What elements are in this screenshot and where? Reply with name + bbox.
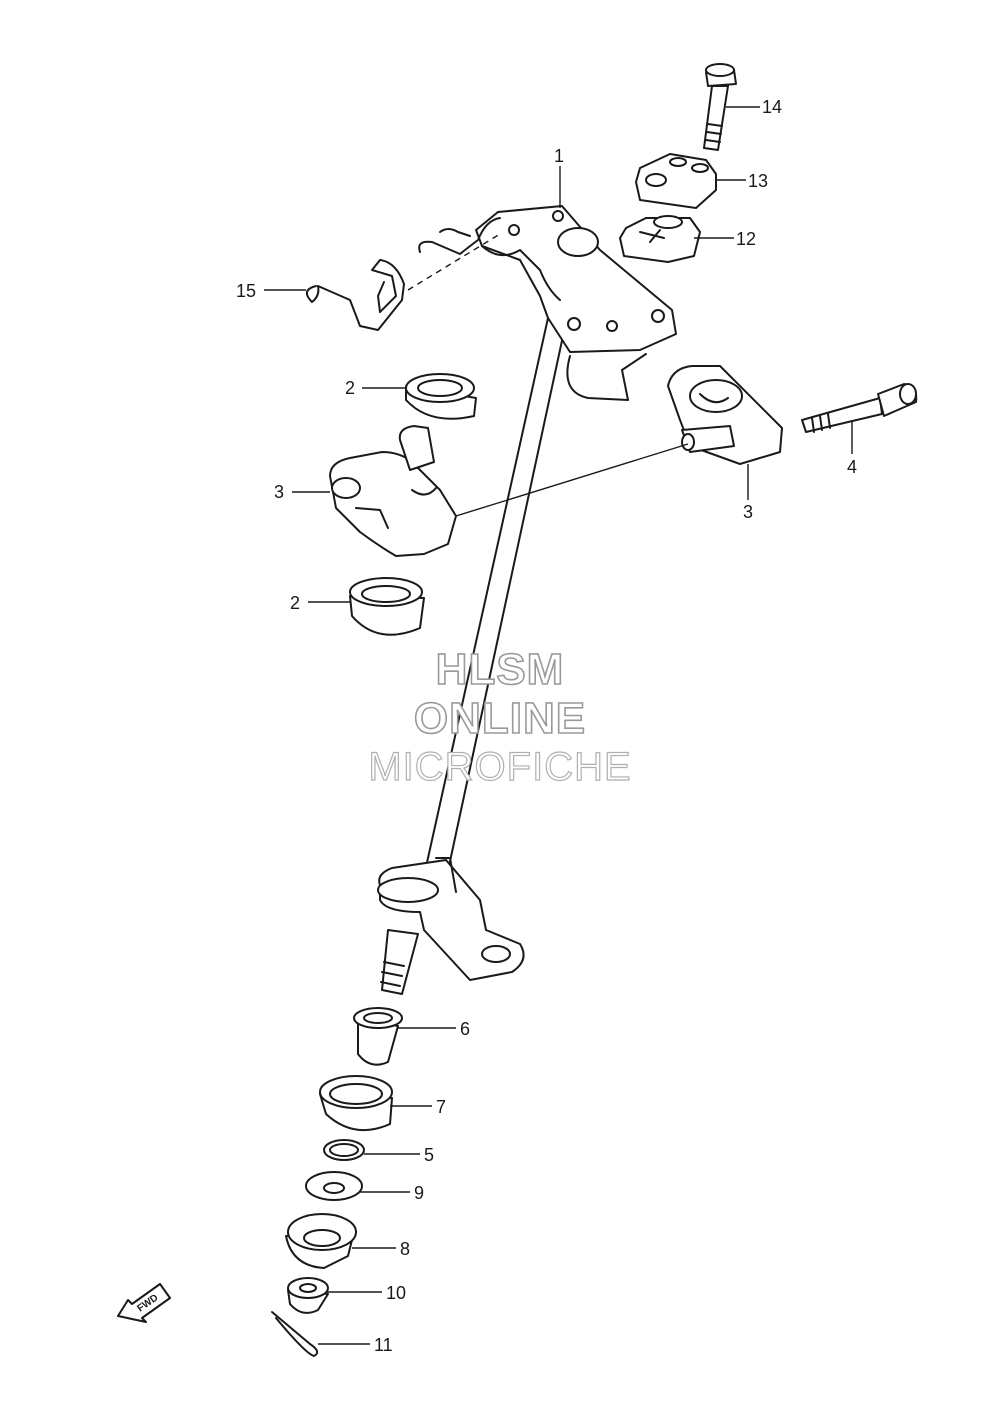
wire-clip-15 — [305, 217, 501, 331]
steering-shaft — [377, 205, 677, 995]
callout-9: 9 — [414, 1183, 424, 1203]
bolt-14 — [703, 63, 737, 151]
forward-arrow-icon: FWD — [117, 1283, 171, 1323]
holder-upper-13 — [635, 153, 717, 209]
clamp-3-left — [329, 425, 457, 557]
callout-3-left: 3 — [274, 482, 284, 502]
watermark-line-3: MICROFICHE — [368, 744, 632, 789]
callout-labels: 1 14 13 12 15 2 3 3 4 2 6 7 5 9 8 10 11 — [236, 97, 857, 1355]
bolt-4 — [801, 383, 918, 433]
callout-6: 6 — [460, 1019, 470, 1039]
callout-4: 4 — [847, 457, 857, 477]
clamp-3-right — [455, 365, 783, 517]
washer-9 — [305, 1171, 363, 1201]
callout-14: 14 — [762, 97, 782, 117]
bearing-7 — [319, 1075, 393, 1131]
callout-1: 1 — [554, 146, 564, 166]
cap-8 — [285, 1213, 357, 1269]
callout-11: 11 — [374, 1335, 393, 1355]
holder-lower-12 — [619, 215, 701, 263]
watermark-line-1: HLSM — [435, 644, 565, 695]
o-ring-5 — [323, 1139, 365, 1161]
nut-10 — [287, 1277, 329, 1314]
callout-10: 10 — [386, 1283, 406, 1303]
callout-2-lower: 2 — [290, 593, 300, 613]
callout-5: 5 — [424, 1145, 434, 1165]
callout-15: 15 — [236, 281, 256, 301]
seal-2-lower — [349, 577, 425, 636]
callout-3-right: 3 — [743, 502, 753, 522]
seal-2-upper — [405, 373, 477, 420]
callout-13: 13 — [748, 171, 768, 191]
callout-12: 12 — [736, 229, 756, 249]
callout-8: 8 — [400, 1239, 410, 1259]
watermark-line-2: ONLINE — [413, 693, 587, 744]
leader-lines — [264, 106, 853, 1345]
cotter-pin-11 — [271, 1311, 319, 1357]
bushing-6 — [353, 1007, 403, 1066]
callout-7: 7 — [436, 1097, 446, 1117]
callout-2-upper: 2 — [345, 378, 355, 398]
